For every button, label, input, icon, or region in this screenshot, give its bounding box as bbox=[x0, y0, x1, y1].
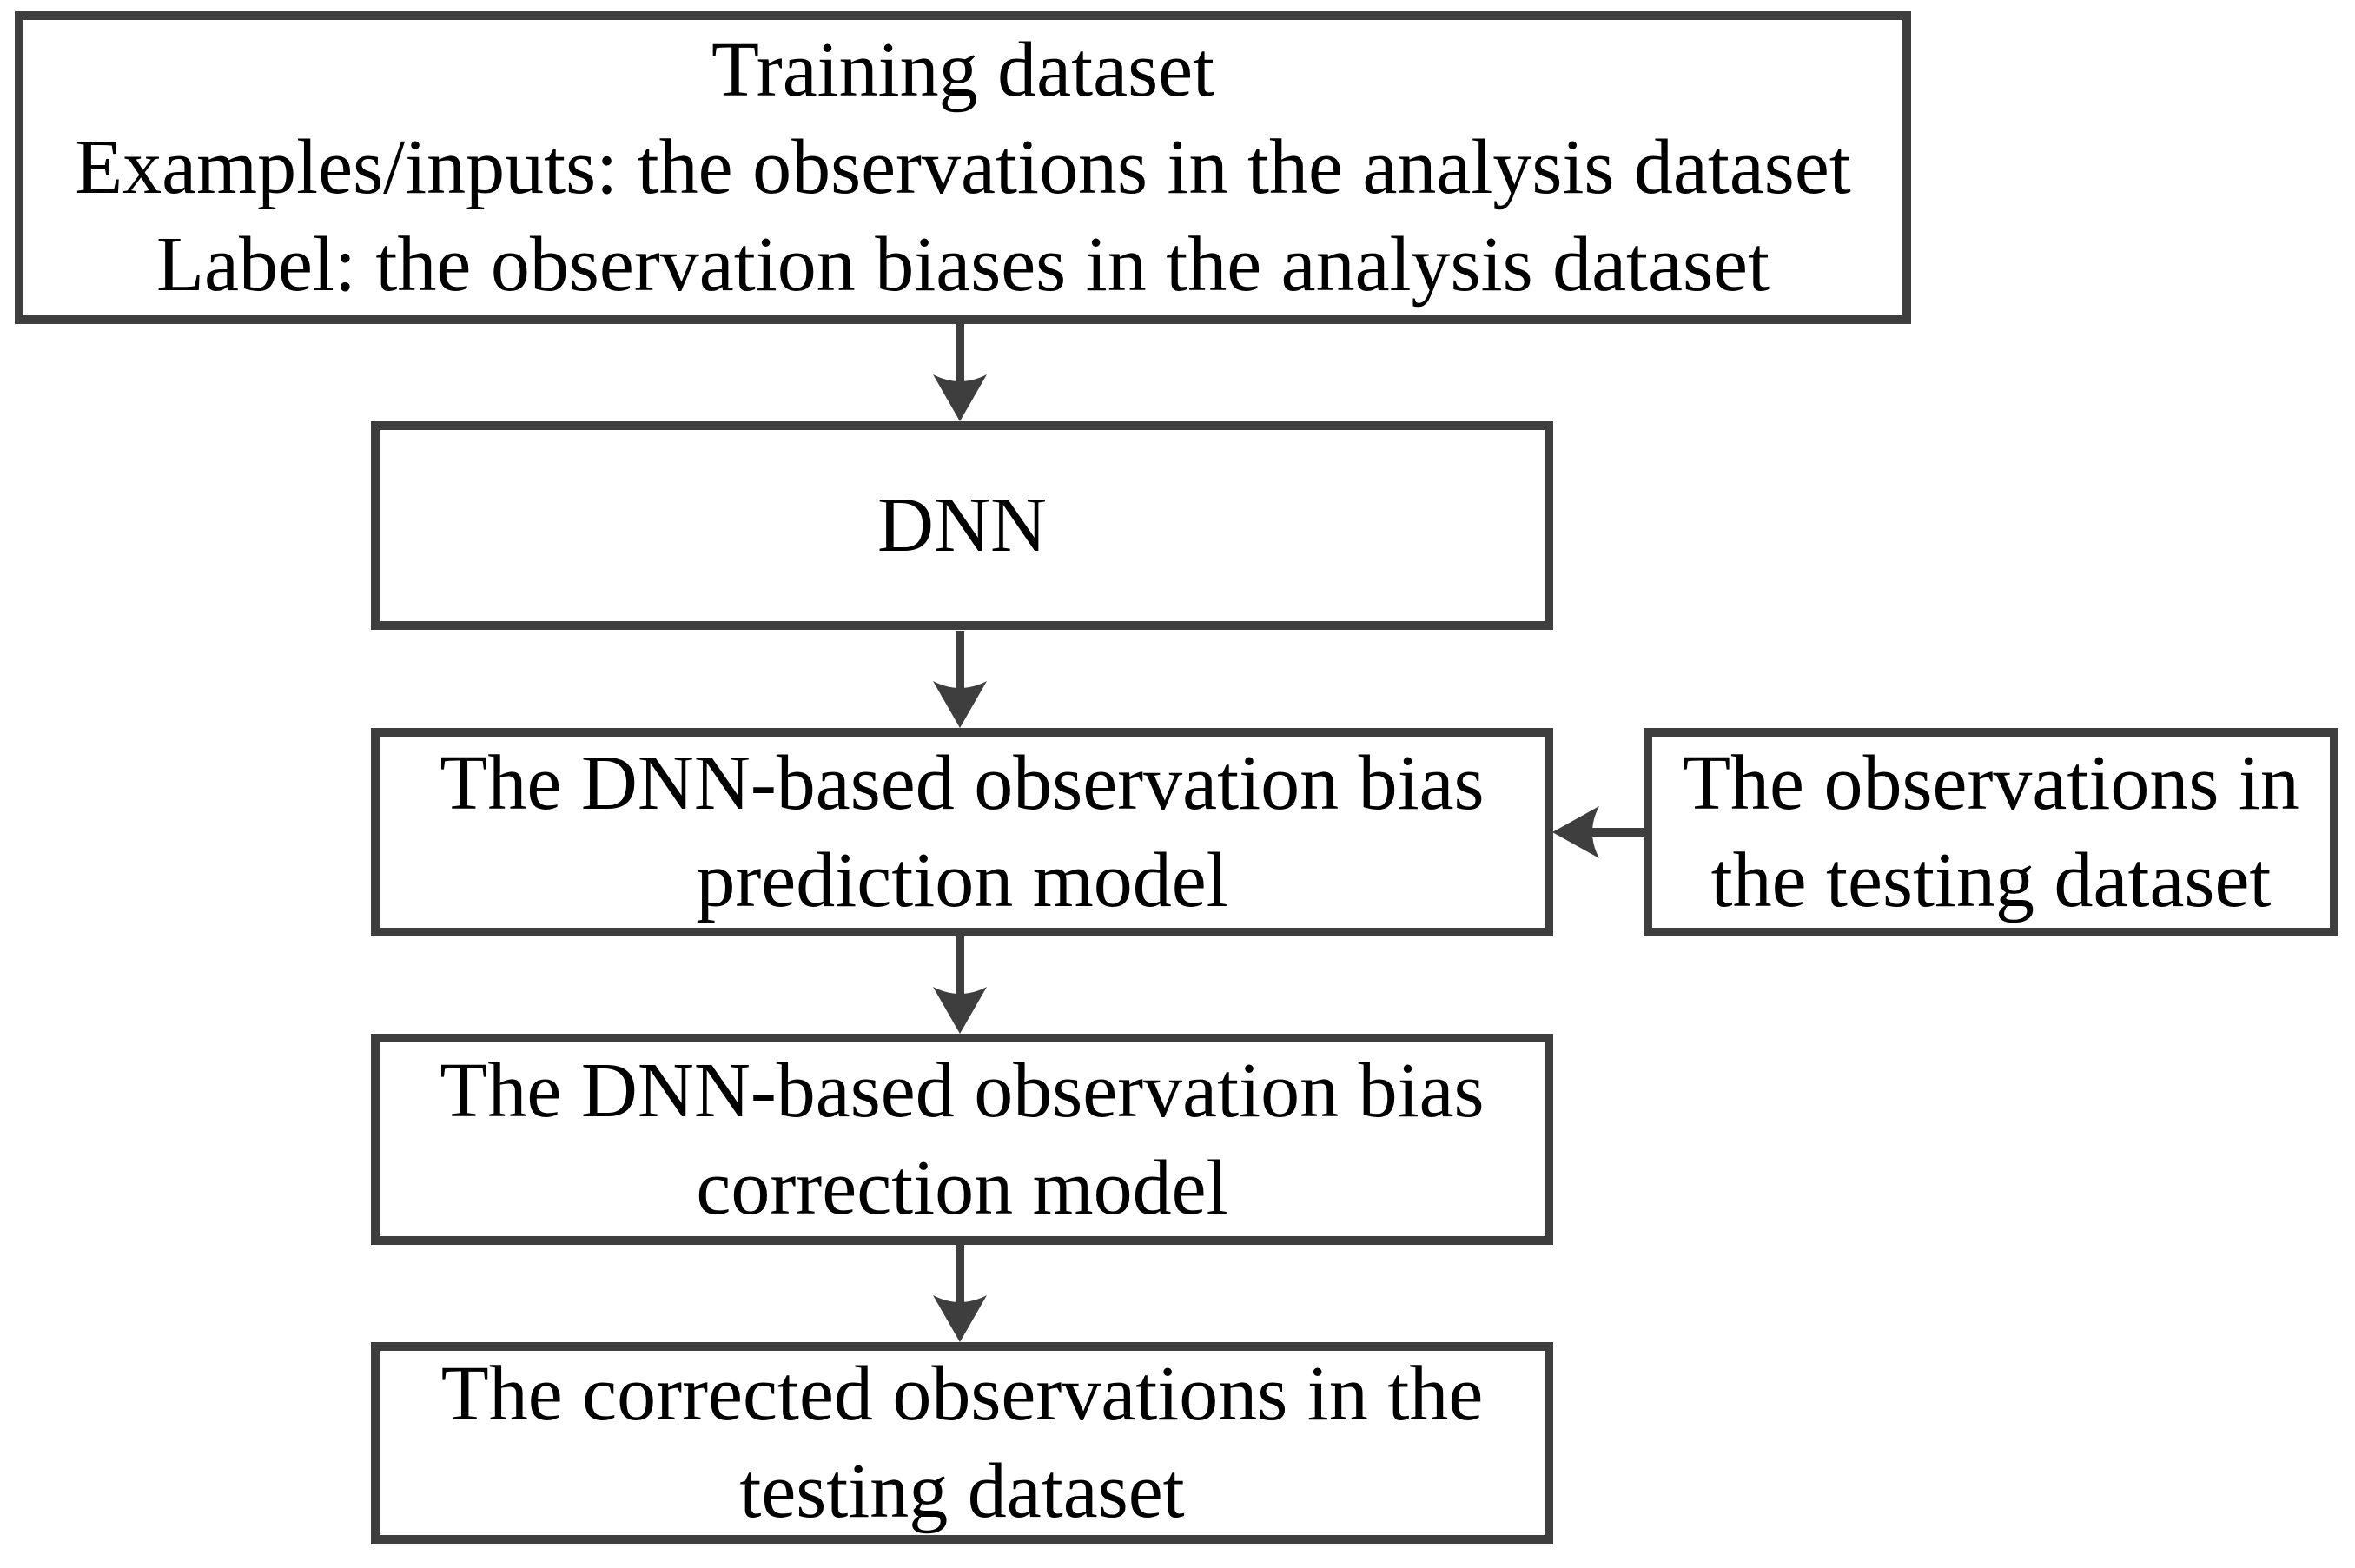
testing-observations-line-2: the testing dataset bbox=[1710, 837, 2272, 923]
down-arrow-icon bbox=[933, 631, 987, 728]
prediction-model-line-2: prediction model bbox=[696, 837, 1228, 923]
left-arrow-icon bbox=[1552, 806, 1644, 858]
training-dataset-label-line: Label: the observation biases in the ana… bbox=[156, 222, 1770, 308]
arrow-prediction-to-correction-model bbox=[932, 936, 988, 1034]
dnn-box: DNN bbox=[371, 421, 1553, 630]
prediction-model-box: The DNN-based observation bias predictio… bbox=[371, 728, 1553, 936]
training-dataset-title: Training dataset bbox=[711, 27, 1215, 113]
down-arrow-icon bbox=[933, 936, 987, 1034]
arrow-training-to-dnn bbox=[932, 324, 988, 421]
correction-model-line-2: correction model bbox=[696, 1144, 1228, 1231]
correction-model-box: The DNN-based observation bias correctio… bbox=[371, 1034, 1553, 1245]
testing-observations-line-1: The observations in bbox=[1683, 740, 2299, 826]
training-dataset-examples-line: Examples/inputs: the observations in the… bbox=[75, 124, 1851, 210]
arrow-dnn-to-prediction-model bbox=[932, 631, 988, 728]
dnn-label: DNN bbox=[877, 482, 1047, 568]
testing-observations-box: The observations in the testing dataset bbox=[1644, 728, 2338, 936]
prediction-model-line-1: The DNN-based observation bias bbox=[440, 740, 1485, 826]
arrow-testing-to-prediction-model bbox=[1552, 804, 1644, 860]
arrow-correction-to-corrected-observations bbox=[932, 1245, 988, 1342]
down-arrow-icon bbox=[933, 1245, 987, 1342]
corrected-observations-box: The corrected observations in the testin… bbox=[371, 1342, 1553, 1544]
down-arrow-icon bbox=[933, 324, 987, 421]
training-dataset-box: Training dataset Examples/inputs: the ob… bbox=[15, 11, 1911, 324]
correction-model-line-1: The DNN-based observation bias bbox=[440, 1047, 1485, 1134]
corrected-observations-line-1: The corrected observations in the bbox=[440, 1351, 1484, 1437]
corrected-observations-line-2: testing dataset bbox=[739, 1448, 1185, 1534]
